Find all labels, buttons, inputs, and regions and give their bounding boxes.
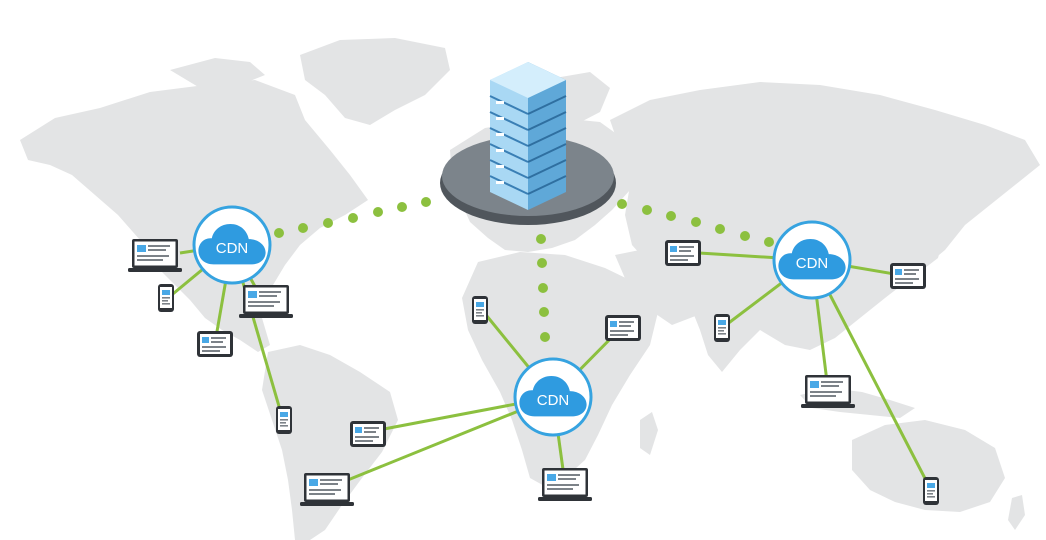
phone-icon	[158, 284, 174, 312]
tablet-icon	[665, 240, 701, 266]
laptop-icon	[300, 473, 354, 506]
tablet-icon	[605, 315, 641, 341]
cdn-node-asia: CDN	[772, 220, 852, 300]
australia-shape	[852, 420, 1005, 512]
origin-server	[440, 62, 616, 225]
north-america-shape	[20, 80, 368, 352]
cdn-label-africa: CDN	[537, 392, 570, 409]
tablet-icon	[197, 331, 233, 357]
greenland-shape	[300, 38, 450, 125]
cdn-label-americas: CDN	[216, 240, 249, 257]
server-rack-icon	[489, 62, 567, 210]
cdn-label-asia: CDN	[796, 255, 829, 272]
laptop-icon	[128, 239, 182, 272]
phone-icon	[714, 314, 730, 342]
laptop-icon	[538, 468, 592, 501]
arctic-islands-shape	[170, 58, 265, 88]
dotted-link-africa	[536, 234, 550, 342]
new-zealand-shape	[1008, 495, 1025, 530]
cdn-node-americas: CDN	[192, 205, 272, 285]
laptop-icon	[801, 375, 855, 408]
tablet-icon	[350, 421, 386, 447]
phone-icon	[276, 406, 292, 434]
phone-icon	[472, 296, 488, 324]
laptop-icon	[239, 285, 293, 318]
dotted-link-asia	[617, 199, 774, 247]
cdn-node-africa: CDN	[513, 357, 593, 437]
japan-shape	[918, 215, 945, 268]
south-america-shape	[262, 345, 398, 540]
origin-links	[274, 197, 774, 342]
phone-icon	[923, 477, 939, 505]
tablet-icon	[890, 263, 926, 289]
dotted-link-americas	[274, 197, 431, 238]
madagascar-shape	[640, 412, 658, 455]
